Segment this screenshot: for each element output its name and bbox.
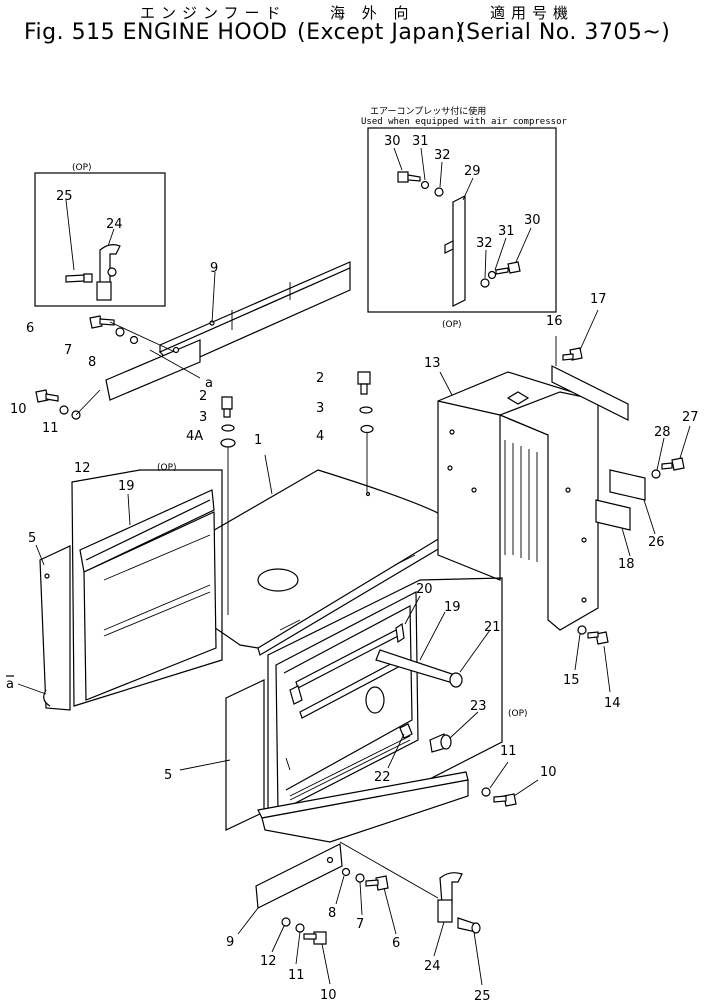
callout-3-left: 3 <box>199 410 207 425</box>
callout-12-lower: 12 <box>260 954 277 969</box>
figure-title: Fig. 515 ENGINE HOOD <box>24 20 288 45</box>
op-tag-3: (OP) <box>157 463 177 473</box>
callout-7: 7 <box>64 343 72 358</box>
callout-24-lower: 24 <box>424 959 441 974</box>
callout-26: 26 <box>648 535 665 550</box>
callout-2-left: 2 <box>199 389 207 404</box>
air-compressor-note-en: Used when equipped with air compressor <box>361 117 567 127</box>
callout-6: 6 <box>26 321 34 336</box>
callout-29: 29 <box>464 164 481 179</box>
callout-10-right: 10 <box>540 765 557 780</box>
callout-25-lower: 25 <box>474 989 491 1003</box>
callout-23: 23 <box>470 699 487 714</box>
air-compressor-note-jp: エアーコンプレッサ付に使用 <box>370 107 487 117</box>
op-tag-4: (OP) <box>508 709 528 719</box>
callout-16: 16 <box>546 314 563 329</box>
callout-9: 9 <box>210 261 218 276</box>
callout-7-lower: 7 <box>356 917 364 932</box>
callout-20: 20 <box>416 582 433 597</box>
callout-9-lower: 9 <box>226 935 234 950</box>
cover-bolt-set-right <box>357 371 374 492</box>
callout-25: 25 <box>56 189 73 204</box>
callout-27: 27 <box>682 410 699 425</box>
title-serial-no: Serial No. 3705~ <box>466 20 662 45</box>
title-paren-serial: (Serial No. 3705~) <box>457 20 671 45</box>
callout-a-lower: a <box>6 677 14 692</box>
callout-28: 28 <box>654 425 671 440</box>
callout-13: 13 <box>424 356 441 371</box>
callout-10-left: 10 <box>10 402 27 417</box>
callout-11-left: 11 <box>42 421 59 436</box>
callout-21: 21 <box>484 620 501 635</box>
title-jp-3: 適用号機 <box>490 4 575 22</box>
callout-5-lower: 5 <box>164 768 172 783</box>
callout-15: 15 <box>563 673 580 688</box>
callout-labels: 25 24 9 6 7 8 a 10 11 12 2 3 4A 1 2 3 4 … <box>6 134 699 1003</box>
title-jp-1: エンジンフード <box>140 4 287 22</box>
callout-31-left: 31 <box>412 134 429 149</box>
upper-side-rail <box>89 261 351 401</box>
callout-17: 17 <box>590 292 607 307</box>
callout-31-right: 31 <box>498 224 515 239</box>
left-side-door: (OP) <box>6 463 223 711</box>
callout-30-right: 30 <box>524 213 541 228</box>
callout-5-left: 5 <box>28 531 36 546</box>
callout-6-lower: 6 <box>392 936 400 951</box>
callout-24: 24 <box>106 217 123 232</box>
callout-32-right: 32 <box>476 236 493 251</box>
callout-a: a <box>205 376 213 391</box>
callout-19-left: 19 <box>118 479 135 494</box>
right-side-door: (OP) <box>179 577 528 831</box>
callout-4a: 4A <box>186 429 203 444</box>
left-bolt-set <box>35 389 101 420</box>
callout-10-lower: 10 <box>320 988 337 1003</box>
callout-4: 4 <box>316 429 324 444</box>
callout-11-right: 11 <box>500 744 517 759</box>
callout-14: 14 <box>604 696 621 711</box>
callout-8: 8 <box>88 355 96 370</box>
callout-8-lower: 8 <box>328 906 336 921</box>
inset-air-compressor-op: (OP) <box>367 127 557 330</box>
callout-12-left: 12 <box>74 461 91 476</box>
radiator-grille <box>437 309 691 693</box>
inset-latch-op: (OP) <box>34 163 166 307</box>
lower-side-rail <box>237 757 539 986</box>
op-tag-1: (OP) <box>72 163 92 173</box>
callout-2-right: 2 <box>316 371 324 386</box>
title-except-japan: Except Japan <box>306 20 456 45</box>
title-jp-2: 海 外 向 <box>330 4 415 22</box>
cover-bolt-set-left <box>220 396 236 615</box>
callout-19-right: 19 <box>444 600 461 615</box>
callout-3-right: 3 <box>316 401 324 416</box>
title-paren-except: (Except Japan) <box>297 20 465 45</box>
callout-11-lower: 11 <box>288 968 305 983</box>
callout-30-left: 30 <box>384 134 401 149</box>
callout-18: 18 <box>618 557 635 572</box>
callout-32-left: 32 <box>434 148 451 163</box>
callout-1: 1 <box>254 433 262 448</box>
op-tag-2: (OP) <box>442 320 462 330</box>
callout-22: 22 <box>374 770 391 785</box>
